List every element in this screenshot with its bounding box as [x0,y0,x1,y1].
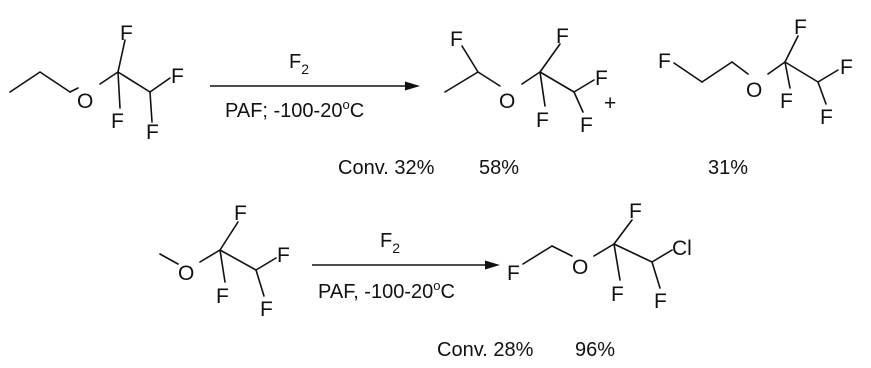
r1-product-2: F O F F F F [658,16,853,129]
atom-fluorine: F [260,298,273,321]
atom-fluorine: F [794,16,807,39]
atom-fluorine: F [780,90,793,113]
atom-fluorine: F [820,106,833,129]
bond [159,253,179,265]
bond [9,71,71,93]
bond [767,61,786,75]
atom-fluorine: F [216,285,229,308]
bond [784,61,791,89]
yield-label: 96% [575,339,615,361]
yield-label: 58% [479,157,519,179]
bond [219,249,257,271]
atom-oxygen: O [572,256,588,279]
bond [117,71,121,109]
atom-chlorine: Cl [672,237,692,260]
conversion-label: Conv. 28% [437,339,534,361]
atom-fluorine: F [580,114,593,137]
atom-fluorine: F [171,65,184,88]
r1-product-1: F O F F F F [444,25,608,137]
bond [651,249,673,263]
atom-fluorine: F [611,283,624,306]
atom-fluorine: F [146,121,159,144]
bond [613,243,621,281]
atom-fluorine: F [595,67,608,90]
bond [539,71,546,107]
atom-fluorine: F [629,200,642,223]
r2-product: F O F F Cl F [507,200,692,313]
bond [817,81,827,105]
bond [461,45,479,73]
bond [673,62,703,83]
atom-fluorine: F [450,28,463,51]
reagent-label: F2 [289,51,309,77]
bond [651,261,661,289]
atom-fluorine: F [111,110,124,133]
bond [444,71,479,93]
bond [522,245,553,265]
bond [551,245,573,257]
atom-oxygen: O [77,90,93,113]
bond [69,87,79,93]
yield-label: 31% [708,157,748,179]
atom-fluorine: F [234,202,247,225]
bond [117,39,126,73]
r1-arrow-group: F2 PAF; -100-20oC [210,51,420,122]
atom-oxygen: O [178,262,194,285]
bond [731,61,749,75]
arrow-head [485,260,500,270]
reagent-label: F2 [380,230,400,256]
atom-fluorine: F [654,290,667,313]
atom-fluorine: F [556,25,569,48]
r1-starting-material: O F F F F [9,22,184,144]
bond [573,79,595,93]
bond [521,71,541,85]
atom-fluorine: F [120,22,133,45]
bond [613,243,653,263]
bond [539,43,561,73]
bond [255,257,277,271]
bond [219,249,226,283]
atom-oxygen: O [746,79,762,102]
bond [117,71,151,93]
arrow-head [405,81,420,91]
atom-fluorine: F [658,50,671,73]
bond [255,269,265,297]
bond [539,71,575,93]
r2-arrow-group: F2 PAF, -100-20oC [312,230,500,303]
atom-fluorine: F [277,244,290,267]
r2-starting-material: O F F F F [159,202,290,321]
bond [219,221,239,251]
bond [477,71,501,87]
conditions-label: PAF; -100-20oC [225,97,364,122]
conditions-label: PAF, -100-20oC [318,278,455,303]
bond [149,77,171,93]
bond [573,91,584,113]
bond [99,71,119,85]
plus-sign: + [604,92,616,115]
bond [701,61,733,83]
bond [593,243,615,257]
bond [784,35,799,63]
atom-fluorine: F [536,109,549,132]
conversion-label: Conv. 32% [338,157,435,179]
atom-oxygen: O [499,90,515,113]
bond [149,91,153,123]
bond [613,219,633,245]
atom-fluorine: F [840,56,853,79]
bond [199,249,221,263]
bond [784,61,819,83]
bond [817,69,839,83]
atom-fluorine: F [507,262,520,285]
